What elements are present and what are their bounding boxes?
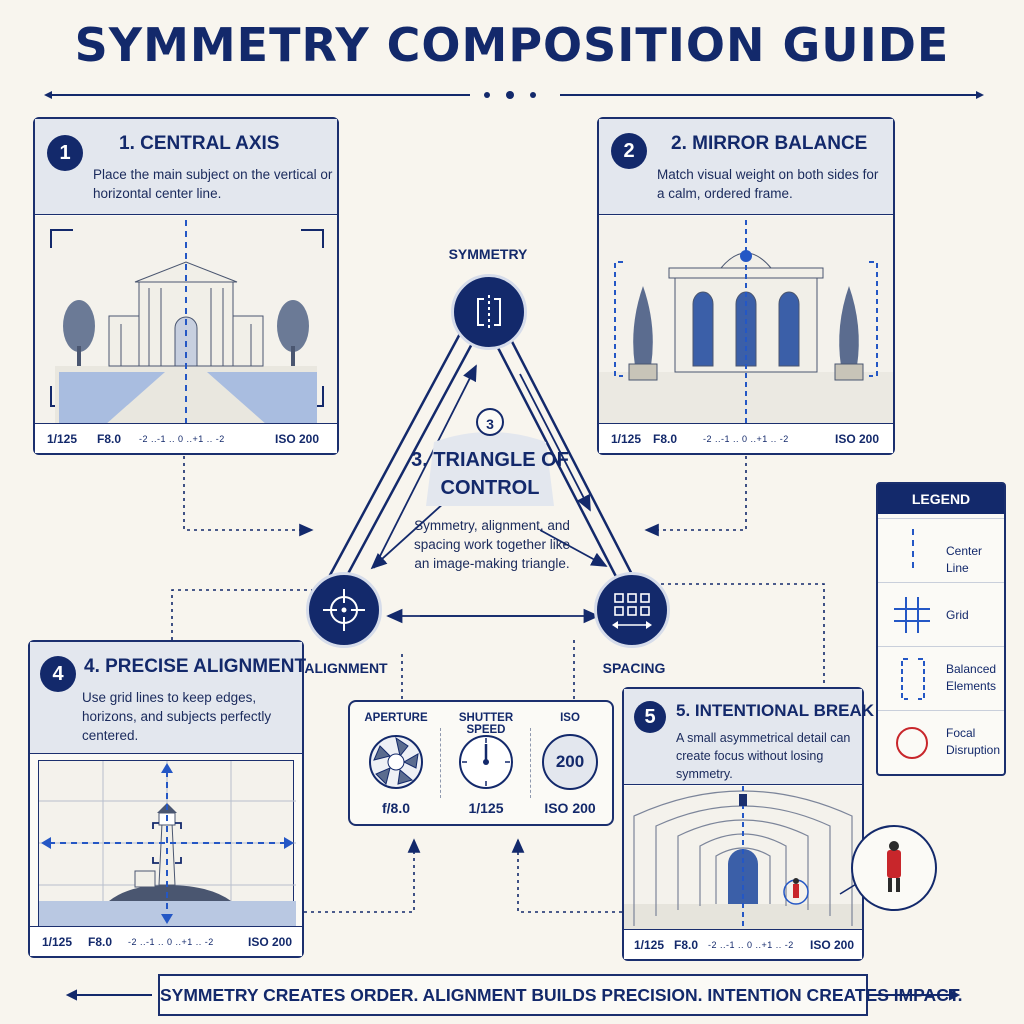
arcade-illustration [624,786,862,933]
lighthouse-illustration [38,760,296,928]
exposure-scale: -2 ..-1 .. 0 ..+1 .. -2 [708,940,794,950]
exposure-scale: -2 ..-1 .. 0 ..+1 .. -2 [139,434,225,444]
exposure-iso: ISO 200 ISO 200 [526,702,614,828]
control-triangle [320,329,642,597]
center-line-icon [912,529,914,573]
footer-banner: SYMMETRY CREATES ORDER. ALIGNMENT BUILDS… [158,974,962,1016]
palace-illustration [35,216,337,425]
grid-icon [894,597,930,633]
card-title: 4. PRECISE ALIGNMENT [84,656,307,677]
legend-item-balanced-elements: Balanced Elements [878,646,1004,710]
card-precise-alignment: 4 4. PRECISE ALIGNMENT Use grid lines to… [28,640,307,958]
iso-dial-icon: 200 [542,734,598,790]
exposure-scale: -2 ..-1 .. 0 ..+1 .. -2 [703,434,789,444]
page-title: SYMMETRY COMPOSITION GUIDE [74,18,950,72]
node-label-symmetry: SYMMETRY [448,246,528,262]
brackets-icon [477,295,501,329]
exposure-shutter-speed: SHUTTER SPEED 1/125 [458,712,514,816]
step-number-badge: 5 [634,701,666,733]
exif-bar: 1/125 F8.0 -2 ..-1 .. 0 ..+1 .. -2 ISO 2… [624,929,862,959]
legend-item-focal-disruption: Focal Disruption [878,710,1004,774]
focal-circle-icon [896,727,928,759]
triangle-of-control: 3 3. TRIANGLE OF CONTROL [404,402,576,514]
legend: LEGEND Center Line Grid Balanced Element… [876,482,1006,776]
step-number-badge: 2 [611,133,647,169]
step-number-badge: 4 [40,656,76,692]
card-description: Place the main subject on the vertical o… [93,167,333,201]
card-description: Match visual weight on both sides for a … [657,167,879,201]
crosshair-icon [323,589,365,631]
card-title: 2. MIRROR BALANCE [671,133,868,154]
card-title: 1. CENTRAL AXIS [119,133,280,154]
card-mirror-balance: 2 2. MIRROR BALANCE Match visual weight … [597,117,895,455]
card-central-axis: 1 1. CENTRAL AXIS Place the main subject… [33,117,339,455]
title-divider [44,91,984,99]
mansion-illustration [599,216,893,425]
card-title: 5. INTENTIONAL BREAK [676,701,875,720]
dial-icon [459,735,513,789]
exposure-aperture: APERTURE f/8.0 [364,712,428,816]
node-label-alignment: ALIGNMENT [304,660,388,676]
card-description: A small asymmetrical detail can create f… [676,731,851,781]
card-description: Use grid lines to keep edges, horizons, … [82,690,272,743]
card-intentional-break: 5 5. INTENTIONAL BREAK A small asymmetri… [622,687,874,961]
node-alignment [306,572,382,648]
exposure-settings-panel: APERTURE f/8.0 SHUTTER SPEED 1/125 ISO [348,700,614,826]
node-label-spacing: SPACING [602,660,666,676]
zoom-callout [839,825,937,911]
legend-title: LEGEND [878,484,1004,514]
spacing-grid-icon [612,593,652,629]
aperture-icon [369,735,423,789]
balanced-brackets-icon [901,658,925,700]
node-spacing [594,572,670,648]
legend-item-grid: Grid [878,582,1004,646]
node-symmetry [451,274,527,350]
center-title: 3. TRIANGLE OF CONTROL [411,449,569,499]
exif-bar: 1/125 F8.0 -2 ..-1 .. 0 ..+1 .. -2 ISO 2… [599,423,893,453]
exposure-scale: -2 ..-1 .. 0 ..+1 .. -2 [128,937,214,947]
step-number-badge: 1 [47,135,83,171]
exif-bar: 1/125 F8.0 -2 ..-1 .. 0 ..+1 .. -2 ISO 2… [35,423,337,453]
legend-item-center-line: Center Line [878,518,1004,582]
step-number-badge: 3 [476,408,504,436]
center-description: Symmetry, alignment, and spacing work to… [413,518,571,571]
exif-bar: 1/125 F8.0 -2 ..-1 .. 0 ..+1 .. -2 ISO 2… [30,926,302,956]
